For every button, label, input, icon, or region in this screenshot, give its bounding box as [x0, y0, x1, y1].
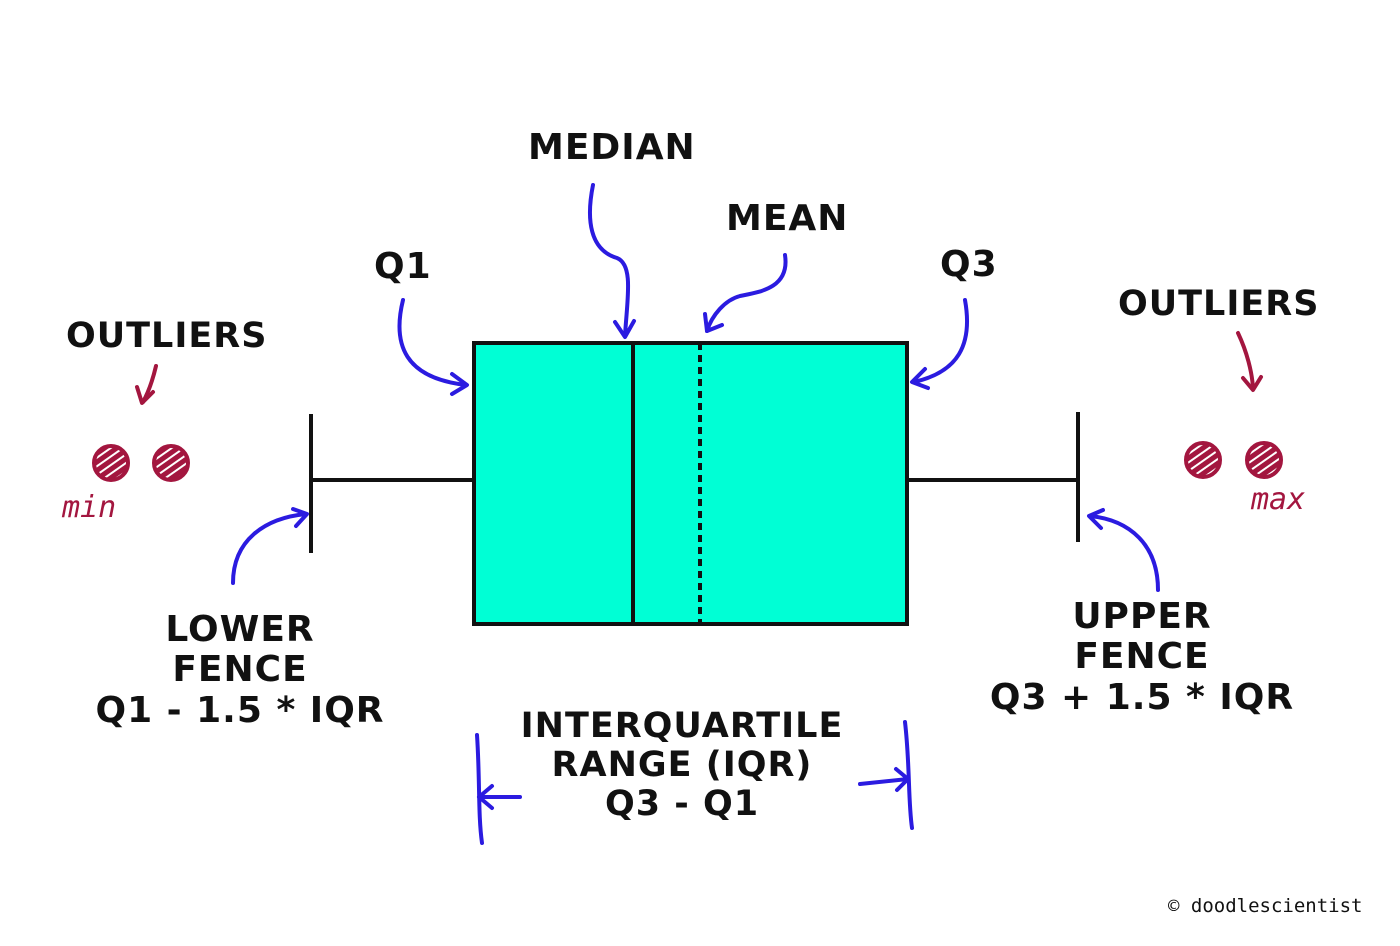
lower-fence-arrow: [231, 507, 309, 585]
q1-arrow: [397, 298, 469, 396]
outlier-point: [152, 444, 190, 482]
q1-label: Q1: [374, 246, 432, 287]
upper-fence-line-2: FENCE: [1074, 636, 1210, 678]
iqr-right-bracket: [858, 720, 914, 830]
lower-fence-line-2: FENCE: [172, 649, 308, 691]
max-label: max: [1251, 482, 1306, 517]
credit-text: © doodlescientist: [1168, 895, 1363, 917]
iqr-box: [472, 341, 909, 626]
upper-fence-formula: Q3 + 1.5 * IQR: [989, 676, 1295, 718]
left-outliers-arrow: [135, 364, 158, 405]
outlier-point-min: [92, 444, 130, 482]
iqr-line-2: RANGE (IQR): [551, 745, 813, 786]
min-label: min: [62, 490, 117, 525]
iqr-line-1: INTERQUARTILE: [520, 706, 844, 746]
mean-label: MEAN: [726, 198, 849, 239]
q3-label: Q3: [940, 244, 998, 285]
upper-fence-line-1: UPPER: [1072, 596, 1212, 637]
lower-fence-formula: Q1 - 1.5 * IQR: [95, 689, 385, 731]
median-label: MEDIAN: [528, 127, 696, 168]
iqr-label: INTERQUARTILE RANGE (IQR) Q3 - Q1: [520, 706, 844, 825]
iqr-formula: Q3 - Q1: [604, 784, 760, 825]
q3-arrow: [910, 298, 970, 390]
lower-fence-label: LOWER FENCE Q1 - 1.5 * IQR: [95, 609, 385, 731]
mean-arrow: [703, 253, 788, 333]
upper-fence-label: UPPER FENCE Q3 + 1.5 * IQR: [989, 596, 1295, 718]
upper-fence-arrow: [1087, 508, 1160, 592]
outliers-left-label: OUTLIERS: [66, 316, 268, 356]
outliers-right-label: OUTLIERS: [1118, 284, 1320, 324]
median-arrow: [587, 183, 636, 339]
right-outliers-arrow: [1236, 331, 1263, 392]
outlier-point: [1184, 441, 1222, 479]
lower-fence-line-1: LOWER: [165, 609, 315, 650]
outlier-point-max: [1245, 441, 1283, 479]
iqr-left-bracket: [475, 733, 522, 845]
